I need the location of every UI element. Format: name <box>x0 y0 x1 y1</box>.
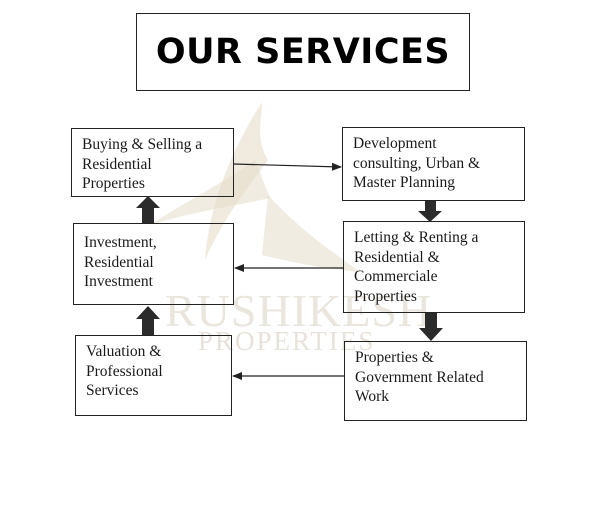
block-arrow-development-to-letting <box>418 201 442 222</box>
service-box-development: Development consulting, Urban & Master P… <box>342 127 525 201</box>
service-text-line: Government Related <box>355 368 484 386</box>
block-arrow-letting-to-government <box>419 313 443 341</box>
service-box-investment: Investment, Residential Investment <box>73 223 234 305</box>
block-arrow-valuation-to-investment <box>136 306 160 335</box>
watermark-company-name: RUSHIKESH <box>165 285 433 336</box>
service-text-line: Properties <box>354 287 417 305</box>
service-text-line: Letting & Renting a <box>354 229 479 246</box>
service-text-line: Professional <box>86 362 163 380</box>
service-text-line: Properties <box>82 175 145 192</box>
service-text-line: Development <box>353 135 437 152</box>
service-text-line: consulting, Urban & <box>353 154 480 172</box>
title-box: OUR SERVICES <box>136 13 470 91</box>
page-title: OUR SERVICES <box>155 32 451 72</box>
service-box-valuation: Valuation & Professional Services <box>75 335 232 416</box>
service-text-line: Investment <box>84 273 153 290</box>
service-box-letting-renting: Letting & Renting a Residential & Commer… <box>343 221 525 313</box>
service-text-line: Buying & Selling a <box>82 136 203 153</box>
service-text-line: Residential & <box>354 248 440 266</box>
service-text-line: Residential <box>84 253 154 271</box>
service-text-line: Services <box>86 382 139 399</box>
service-text-line: Master Planning <box>353 174 456 191</box>
service-text-line: Investment, <box>84 234 157 251</box>
block-arrow-investment-to-buying <box>136 196 160 223</box>
service-text-line: Work <box>355 388 390 405</box>
service-text-line: Commerciale <box>354 268 438 285</box>
service-box-government: Properties & Government Related Work <box>344 341 527 421</box>
arrow-buying-to-development <box>233 162 342 171</box>
service-text-line: Residential <box>82 155 152 173</box>
service-box-buying-selling: Buying & Selling a Residential Propertie… <box>71 128 234 197</box>
service-text-line: Valuation & <box>86 343 162 360</box>
service-text-line: Properties & <box>355 349 434 366</box>
